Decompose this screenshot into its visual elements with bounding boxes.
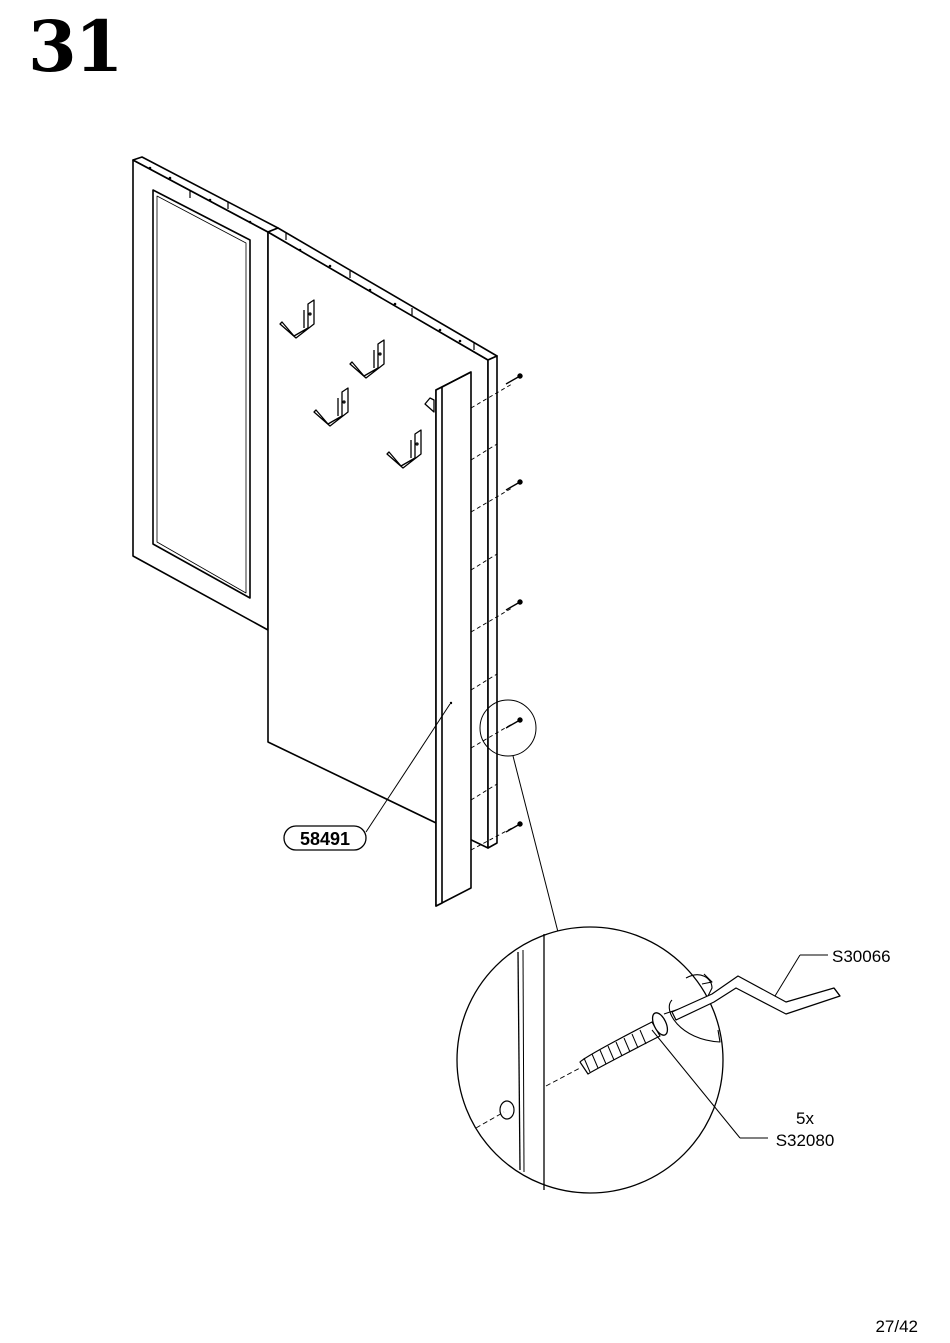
- screw-2: [506, 480, 522, 490]
- panel-part-label: 58491: [300, 829, 350, 849]
- screw-1: [506, 374, 522, 384]
- screw-quantity-label: 5x: [796, 1109, 814, 1128]
- tool-part-label: S30066: [832, 947, 891, 966]
- screw-3: [506, 600, 522, 610]
- mirror-panel: [133, 157, 278, 630]
- page-number: 27/42: [875, 1318, 918, 1335]
- detail-view: [457, 927, 840, 1193]
- screws-small: [506, 374, 522, 832]
- screw-4: [506, 718, 522, 728]
- screw-part-label: S32080: [776, 1131, 835, 1150]
- side-panel-58491: [436, 372, 471, 906]
- tool-leader-line: [775, 955, 800, 996]
- screw-5: [506, 822, 522, 832]
- detail-callout-line: [513, 756, 558, 932]
